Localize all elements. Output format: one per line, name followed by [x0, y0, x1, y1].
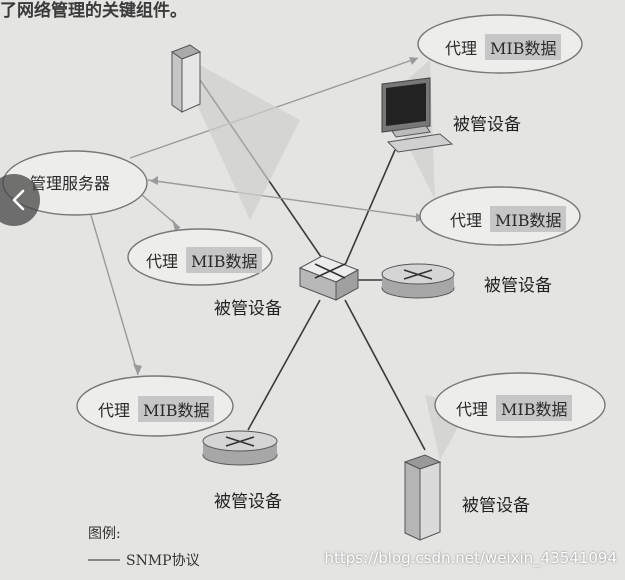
server-tower-icon	[403, 454, 442, 541]
agent-lowright: 代理 MIB数据	[456, 395, 573, 421]
agent-mid: 代理 MIB数据	[146, 247, 263, 273]
legend-arrow-icon	[88, 559, 120, 561]
agent-label: 代理	[98, 401, 131, 420]
previous-button[interactable]	[0, 174, 40, 226]
legend-title: 图例:	[88, 526, 121, 542]
switch-icon	[298, 255, 360, 301]
agent-label: 代理	[445, 39, 478, 58]
manager-server-label: 管理服务器	[30, 174, 111, 193]
watermark: https://blog.csdn.net/weixin_43541094	[324, 549, 617, 567]
beam-shadow	[172, 50, 300, 220]
arrowhead	[150, 176, 158, 185]
agent-label: 代理	[450, 211, 483, 230]
device-label-router-bottom: 被管设备	[214, 492, 282, 512]
agent-label: 代理	[146, 252, 179, 271]
arrowhead	[409, 57, 418, 65]
mib-label: MIB数据	[496, 395, 573, 421]
device-label-router: 被管设备	[484, 276, 552, 296]
mib-label: MIB数据	[138, 396, 215, 422]
header-text: 了网络管理的关键组件。	[0, 1, 187, 21]
link-switch-bottomright	[344, 299, 426, 451]
computer-icon	[381, 77, 454, 153]
agent-right: 代理 MIB数据	[450, 206, 567, 232]
mib-label: MIB数据	[485, 34, 562, 60]
mib-label: MIB数据	[186, 247, 263, 273]
snmp-arrow-lower	[87, 204, 139, 376]
agent-label: 代理	[456, 400, 489, 419]
router-icon	[202, 430, 278, 466]
chevron-left-icon	[12, 189, 25, 211]
arrowhead	[133, 364, 142, 375]
server-tower-icon	[170, 44, 202, 113]
link-switch-topright	[344, 149, 396, 266]
device-label-switch: 被管设备	[214, 299, 282, 319]
agent-top: 代理 MIB数据	[445, 34, 562, 60]
mib-label: MIB数据	[490, 206, 567, 232]
device-label-server-bottom: 被管设备	[462, 496, 530, 516]
snmp-arrow-right	[147, 179, 426, 219]
agent-lowleft: 代理 MIB数据	[98, 396, 215, 422]
arrowhead	[172, 219, 180, 231]
link-switch-bottomleft	[247, 299, 321, 431]
legend-text: SNMP协议	[126, 553, 200, 569]
device-label-computer: 被管设备	[453, 115, 521, 135]
router-icon	[381, 263, 455, 299]
